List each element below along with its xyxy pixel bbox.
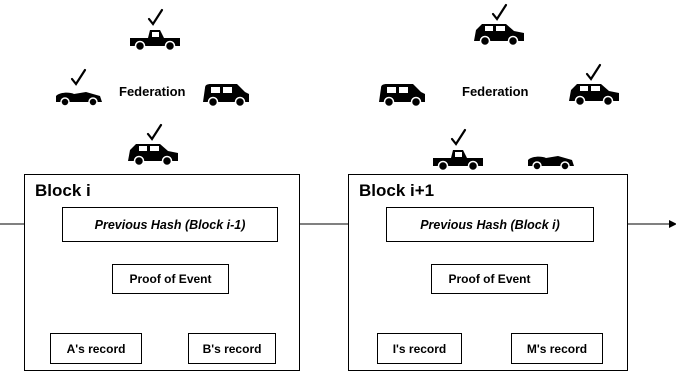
proof-of-event-box: Proof of Event [112,264,229,294]
record-box-m: M's record [511,333,603,364]
previous-hash-box: Previous Hash (Block i) [386,207,594,242]
federation-label-right: Federation [462,84,529,99]
minivan-icon [203,84,249,108]
record-box-i: I's record [377,333,462,364]
minivan-icon [379,84,425,108]
pickup-truck-icon [130,30,180,52]
checkmark-icon [491,3,508,21]
checkmark-icon [70,68,87,86]
suv-icon [569,84,619,107]
record-box-a: A's record [50,333,142,364]
federation-label-left: Federation [119,84,186,99]
pickup-truck-icon [433,150,483,172]
suv-icon [128,144,178,167]
proof-of-event-box: Proof of Event [431,264,548,294]
checkmark-icon [450,128,467,146]
suv-icon [474,24,524,47]
checkmark-icon [147,8,164,26]
convertible-car-icon [56,92,102,107]
convertible-car-icon [528,156,574,171]
previous-hash-box: Previous Hash (Block i-1) [62,207,278,242]
checkmark-icon [146,123,163,141]
block-title: Block i+1 [359,181,435,200]
checkmark-icon [585,63,602,81]
block-title: Block i [35,181,91,200]
record-box-b: B's record [188,333,276,364]
